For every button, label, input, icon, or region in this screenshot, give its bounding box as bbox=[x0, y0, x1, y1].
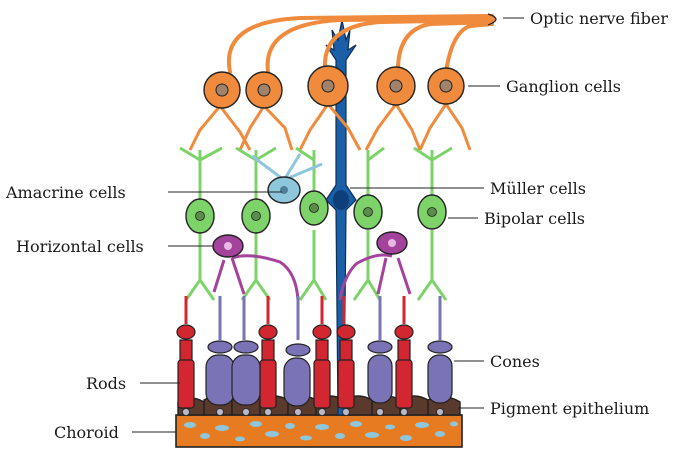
rods bbox=[176, 296, 414, 409]
leader-lines bbox=[132, 17, 524, 433]
label-pigment-epithelium: Pigment epithelium bbox=[490, 399, 649, 418]
label-choroid: Choroid bbox=[54, 423, 119, 442]
label-muller-cells: Müller cells bbox=[490, 179, 586, 198]
bipolar-cells bbox=[179, 146, 453, 301]
cones bbox=[205, 296, 453, 407]
label-horizontal-cells: Horizontal cells bbox=[16, 237, 144, 256]
muller-cell bbox=[325, 19, 357, 416]
photoreceptor-nuclei bbox=[182, 408, 444, 416]
label-rods: Rods bbox=[86, 374, 126, 393]
horizontal-cells bbox=[212, 231, 412, 301]
amacrine-cell bbox=[251, 153, 323, 204]
choroid-layer bbox=[175, 414, 463, 448]
ganglion-cells bbox=[188, 65, 472, 151]
label-ganglion-cells: Ganglion cells bbox=[506, 77, 621, 96]
optic-nerve-fibers bbox=[226, 14, 494, 74]
label-optic-nerve-fiber: Optic nerve fiber bbox=[530, 9, 668, 28]
label-bipolar-cells: Bipolar cells bbox=[484, 209, 585, 228]
label-cones: Cones bbox=[490, 352, 540, 371]
label-amacrine-cells: Amacrine cells bbox=[5, 183, 126, 202]
